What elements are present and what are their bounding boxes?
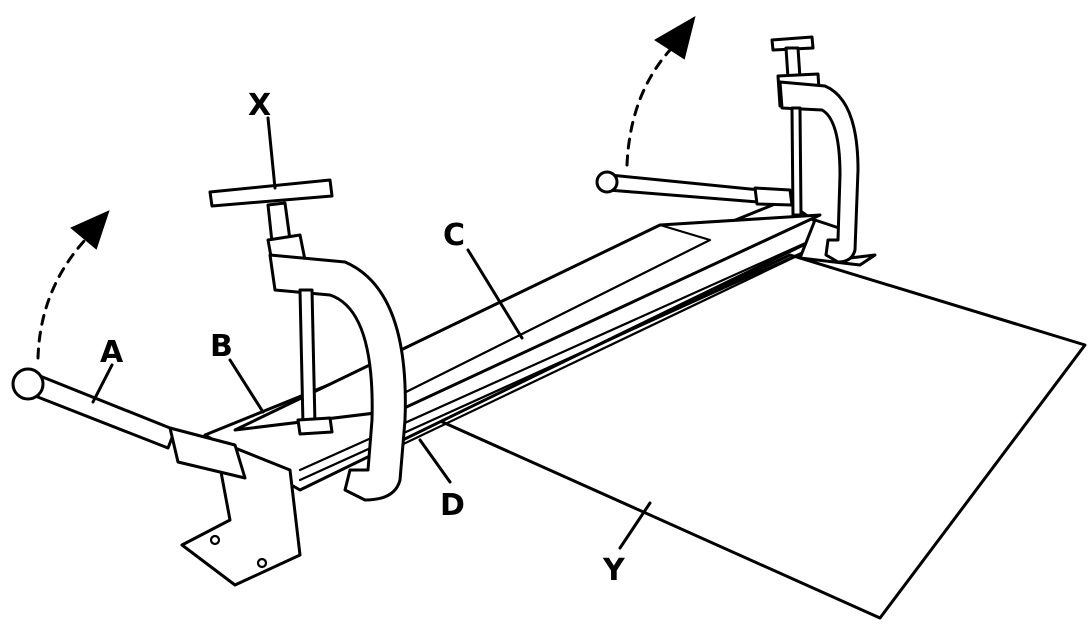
label-a: A	[100, 335, 124, 370]
left-handle	[11, 367, 247, 480]
leader-b	[228, 358, 265, 414]
leader-d	[418, 438, 452, 484]
left-motion-arrow	[36, 210, 110, 360]
arrowhead-icon	[654, 15, 696, 60]
label-b: B	[210, 329, 233, 364]
right-handle	[595, 170, 794, 207]
leader-lines	[91, 116, 652, 550]
leader-y	[618, 501, 652, 550]
right-g-clamp	[770, 35, 860, 264]
label-x: X	[248, 88, 271, 123]
leader-a	[91, 363, 114, 404]
left-bracket	[180, 438, 302, 587]
leader-x	[266, 116, 277, 190]
arrowhead-icon	[70, 210, 110, 250]
label-c: C	[443, 218, 465, 253]
label-d: D	[440, 488, 465, 523]
label-y: Y	[602, 553, 626, 588]
left-g-clamp	[208, 178, 407, 502]
leader-c	[466, 248, 524, 340]
right-motion-arrow	[625, 15, 696, 167]
